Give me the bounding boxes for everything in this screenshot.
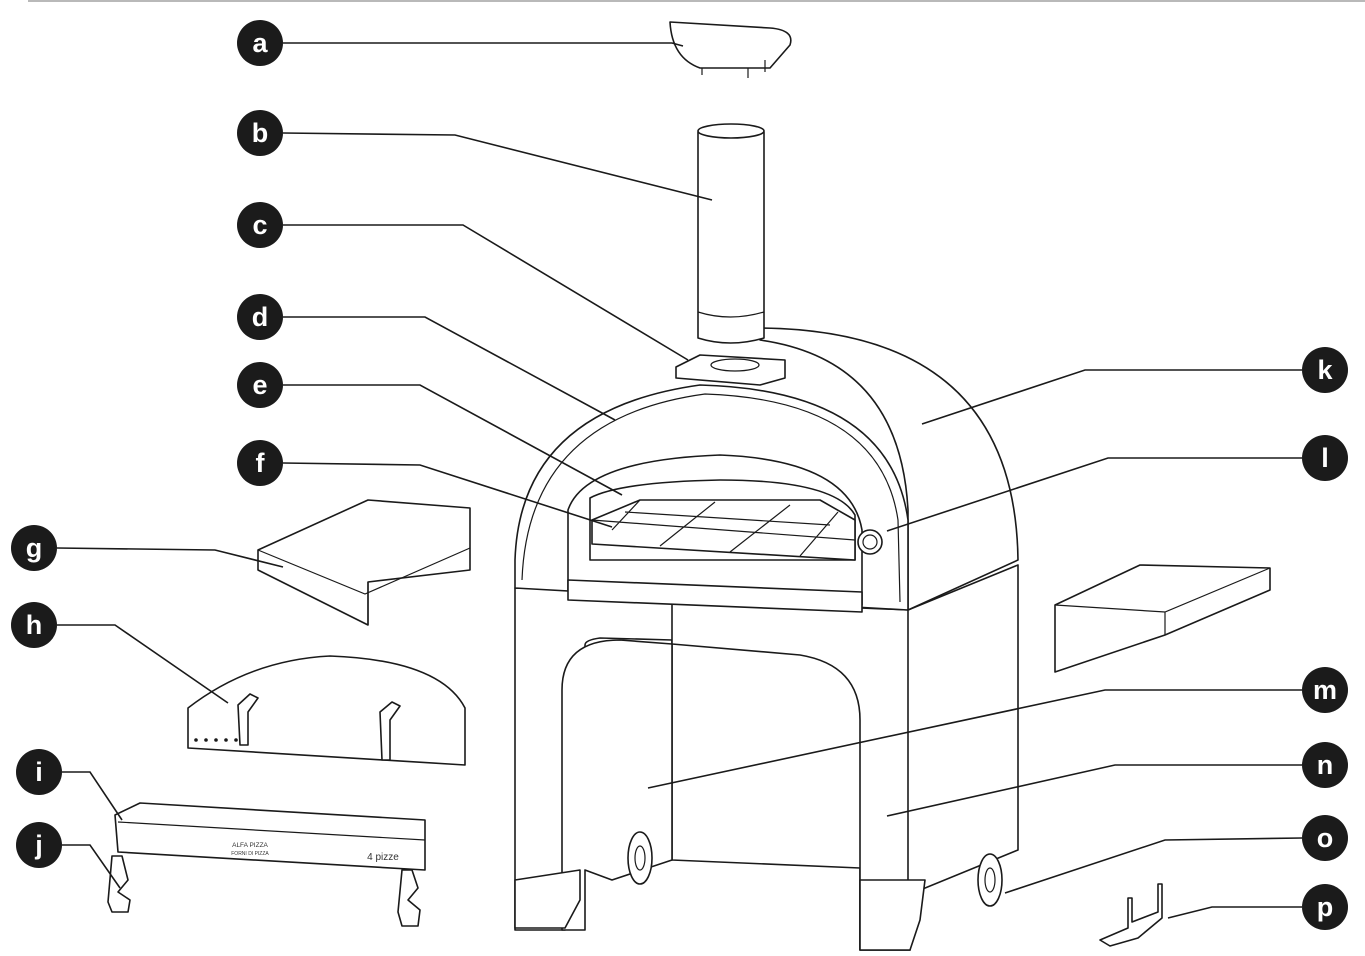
stand-right-side (907, 564, 1019, 896)
bracket-right (397, 869, 421, 927)
stand-foot-left (514, 869, 581, 929)
chimney-collar (697, 311, 765, 318)
leader-f (282, 462, 613, 528)
chimney-cap (669, 21, 792, 69)
plate-capacity-text: 4 pizze (367, 852, 399, 863)
door-handle-right (379, 701, 401, 761)
svg-text:m: m (1313, 675, 1337, 705)
dome-front-edge (521, 393, 901, 603)
leader-c (283, 224, 689, 361)
leader-h (57, 624, 229, 704)
leader-b (282, 132, 713, 201)
callout-h: h (11, 602, 57, 648)
callout-m: m (1302, 667, 1348, 713)
side-shelf-right (1054, 564, 1271, 673)
chimney-pipe-top (697, 123, 765, 139)
svg-text:k: k (1317, 355, 1333, 385)
dome-side (759, 327, 1019, 611)
svg-text:p: p (1317, 892, 1334, 922)
leader-j (62, 844, 121, 889)
leader-o (1004, 837, 1303, 894)
plate-brand-text: ALFA PIZZA (232, 842, 268, 849)
side-shelf-left (257, 499, 471, 626)
svg-text:b: b (252, 118, 269, 148)
leader-n (886, 764, 1302, 817)
leader-g (56, 547, 284, 568)
callout-d: d (237, 294, 283, 340)
svg-text:j: j (34, 830, 43, 860)
leader-d (283, 316, 616, 421)
svg-text:o: o (1317, 823, 1334, 853)
callout-a: a (237, 20, 283, 66)
thermometer-dial (857, 529, 883, 555)
callout-n: n (1302, 742, 1348, 788)
callout-k: k (1302, 347, 1348, 393)
thermometer-face (862, 534, 878, 550)
callout-j: j (16, 822, 62, 868)
svg-text:l: l (1321, 443, 1329, 473)
stand-foot-right (859, 879, 926, 951)
oven-body (514, 21, 1019, 951)
svg-text:g: g (26, 533, 43, 563)
foot-bracket (1099, 883, 1163, 947)
door-handle-left (237, 693, 259, 746)
svg-text:n: n (1317, 750, 1334, 780)
tile-lines (591, 499, 856, 557)
bracket-left (107, 855, 131, 913)
wheel-left-hub (634, 845, 646, 871)
svg-text:h: h (26, 610, 43, 640)
oven-front-lintel (567, 579, 863, 613)
callout-e: e (237, 362, 283, 408)
leader-m (647, 689, 1302, 789)
callout-f: f (237, 440, 283, 486)
callout-badges: a b c d e f g h i j k l m n o p (11, 20, 1348, 930)
wheel-right-hub (984, 867, 996, 893)
callout-g: g (11, 525, 57, 571)
callout-c: c (237, 202, 283, 248)
chimney-pipe (697, 131, 765, 344)
door-vent-holes (194, 738, 238, 742)
oven-door (187, 655, 466, 766)
svg-text:e: e (252, 370, 267, 400)
leader-lines (56, 42, 1303, 919)
wheel-left (627, 831, 653, 885)
callout-b: b (237, 110, 283, 156)
plate-tagline-text: FORNI DI PIZZA (231, 851, 269, 857)
callout-p: p (1302, 884, 1348, 930)
wheel-right (977, 853, 1003, 907)
leader-l (886, 457, 1302, 532)
chimney-cap-legs (701, 60, 766, 78)
svg-text:a: a (252, 28, 268, 58)
leader-p (1167, 906, 1302, 919)
chimney-base-hole (710, 358, 760, 372)
leader-e (283, 384, 623, 496)
svg-text:i: i (35, 757, 43, 787)
leader-k (921, 369, 1302, 425)
callout-o: o (1302, 815, 1348, 861)
svg-text:c: c (252, 210, 267, 240)
leader-i (62, 771, 123, 821)
door-plate-assembly: ALFA PIZZA FORNI DI PIZZA 4 pizze (107, 802, 426, 927)
callout-l: l (1302, 435, 1348, 481)
callout-i: i (16, 749, 62, 795)
svg-text:d: d (252, 302, 269, 332)
svg-text:f: f (256, 448, 266, 478)
leader-a (283, 42, 684, 47)
